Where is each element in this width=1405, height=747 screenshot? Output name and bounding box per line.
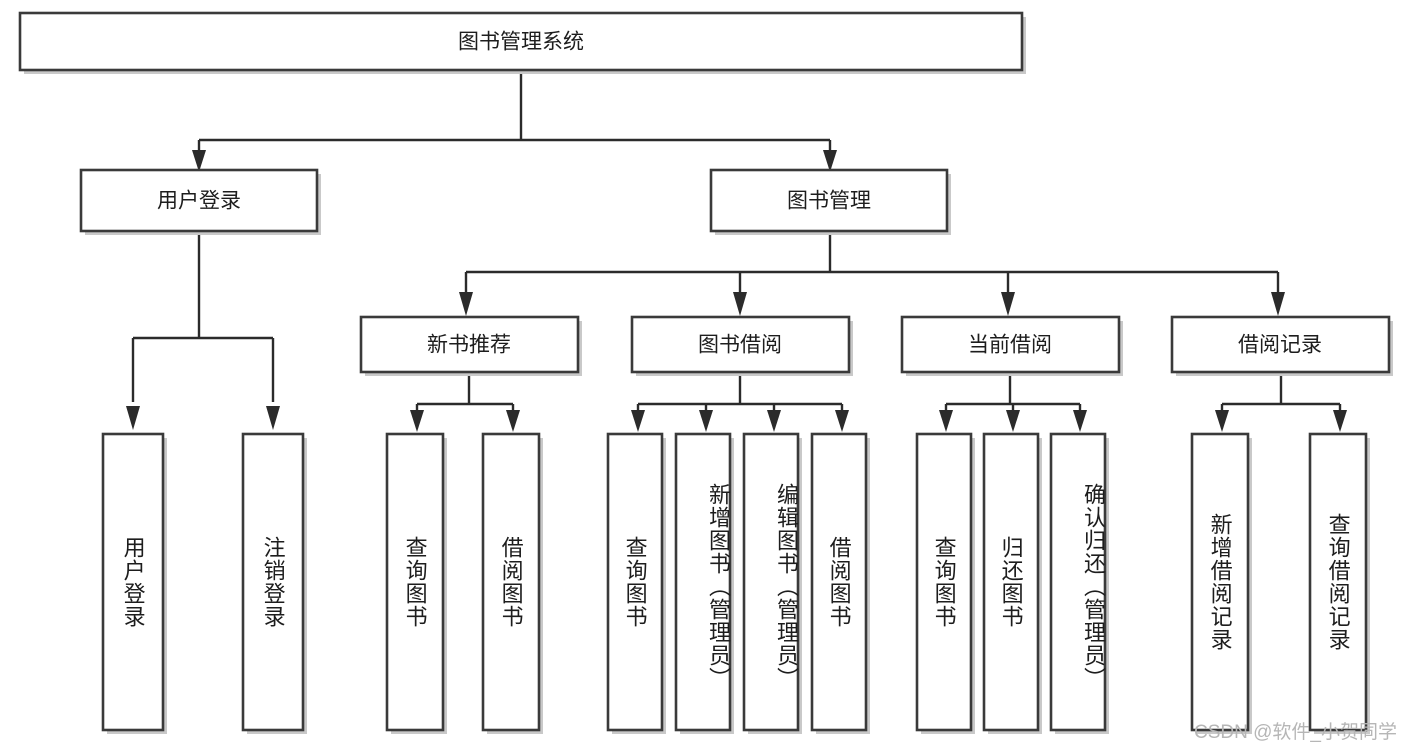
book-borrow-node-box[interactable]	[630, 315, 851, 374]
arrow-borrow-record-leaf-2-icon	[1333, 410, 1347, 432]
arrow-current-borrow-leaf-2-icon	[1006, 410, 1020, 432]
leaf-book-borrow-2-box[interactable]	[674, 432, 732, 732]
arrow-current-borrow-leaf-1-icon	[939, 410, 953, 432]
arrow-new-book-leaf-2-icon	[506, 410, 520, 432]
arrow-new-book-leaf-1-icon	[410, 410, 424, 432]
arrow-book-borrow-leaf-2-icon	[699, 410, 713, 432]
current-borrow-node-box[interactable]	[900, 315, 1121, 374]
leaf-book-borrow-3-box[interactable]	[742, 432, 800, 732]
arrow-to-current-borrow-icon	[1001, 292, 1015, 316]
leaf-current-borrow-3-box[interactable]	[1049, 432, 1107, 732]
nodes-layer	[18, 11, 1393, 734]
new-book-node-box[interactable]	[359, 315, 580, 374]
user-login-node-label: 用户登录	[157, 190, 241, 213]
connectors-layer	[126, 72, 1347, 432]
leaf-user-login-1-box[interactable]	[101, 432, 165, 732]
leaf-new-book-2-box[interactable]	[481, 432, 541, 732]
arrow-borrow-record-leaf-1-icon	[1215, 410, 1229, 432]
arrow-to-book-borrow-icon	[733, 292, 747, 316]
new-book-node-label: 新书推荐	[427, 334, 511, 357]
leaf-book-borrow-1-box[interactable]	[606, 432, 664, 732]
book-borrow-node-label: 图书借阅	[698, 334, 782, 357]
arrow-to-user-login-icon	[192, 150, 206, 172]
leaf-user-login-2-box[interactable]	[241, 432, 305, 732]
arrow-book-borrow-leaf-4-icon	[835, 410, 849, 432]
leaf-current-borrow-1-box[interactable]	[915, 432, 973, 732]
leaf-new-book-1-box[interactable]	[385, 432, 445, 732]
current-borrow-node-label: 当前借阅	[968, 334, 1052, 357]
book-manage-node-box[interactable]	[709, 168, 949, 233]
arrow-to-borrow-record-icon	[1271, 292, 1285, 316]
borrow-record-node-box[interactable]	[1170, 315, 1391, 374]
user-login-node-box[interactable]	[79, 168, 319, 233]
arrow-to-book-manage-icon	[823, 150, 837, 172]
leaf-borrow-record-1-box[interactable]	[1190, 432, 1250, 732]
root-node-box[interactable]	[18, 11, 1024, 72]
arrow-current-borrow-leaf-3-icon	[1073, 410, 1087, 432]
arrow-book-borrow-leaf-1-icon	[631, 410, 645, 432]
leaf-borrow-record-2-box[interactable]	[1308, 432, 1368, 732]
borrow-record-node-label: 借阅记录	[1238, 334, 1322, 357]
arrow-book-borrow-leaf-3-icon	[767, 410, 781, 432]
arrow-user-login-leaf-1-icon	[126, 406, 140, 430]
arrow-to-new-book-icon	[459, 292, 473, 316]
leaf-book-borrow-4-box[interactable]	[810, 432, 868, 732]
leaf-current-borrow-2-box[interactable]	[982, 432, 1040, 732]
book-manage-node-label: 图书管理	[787, 190, 871, 213]
arrow-user-login-leaf-2-icon	[266, 406, 280, 430]
root-node-label: 图书管理系统	[458, 31, 584, 54]
horizontal-labels-layer: 图书管理系统 用户登录 图书管理 新书推荐 图书借阅 当前借阅 借阅记录	[157, 31, 1322, 357]
